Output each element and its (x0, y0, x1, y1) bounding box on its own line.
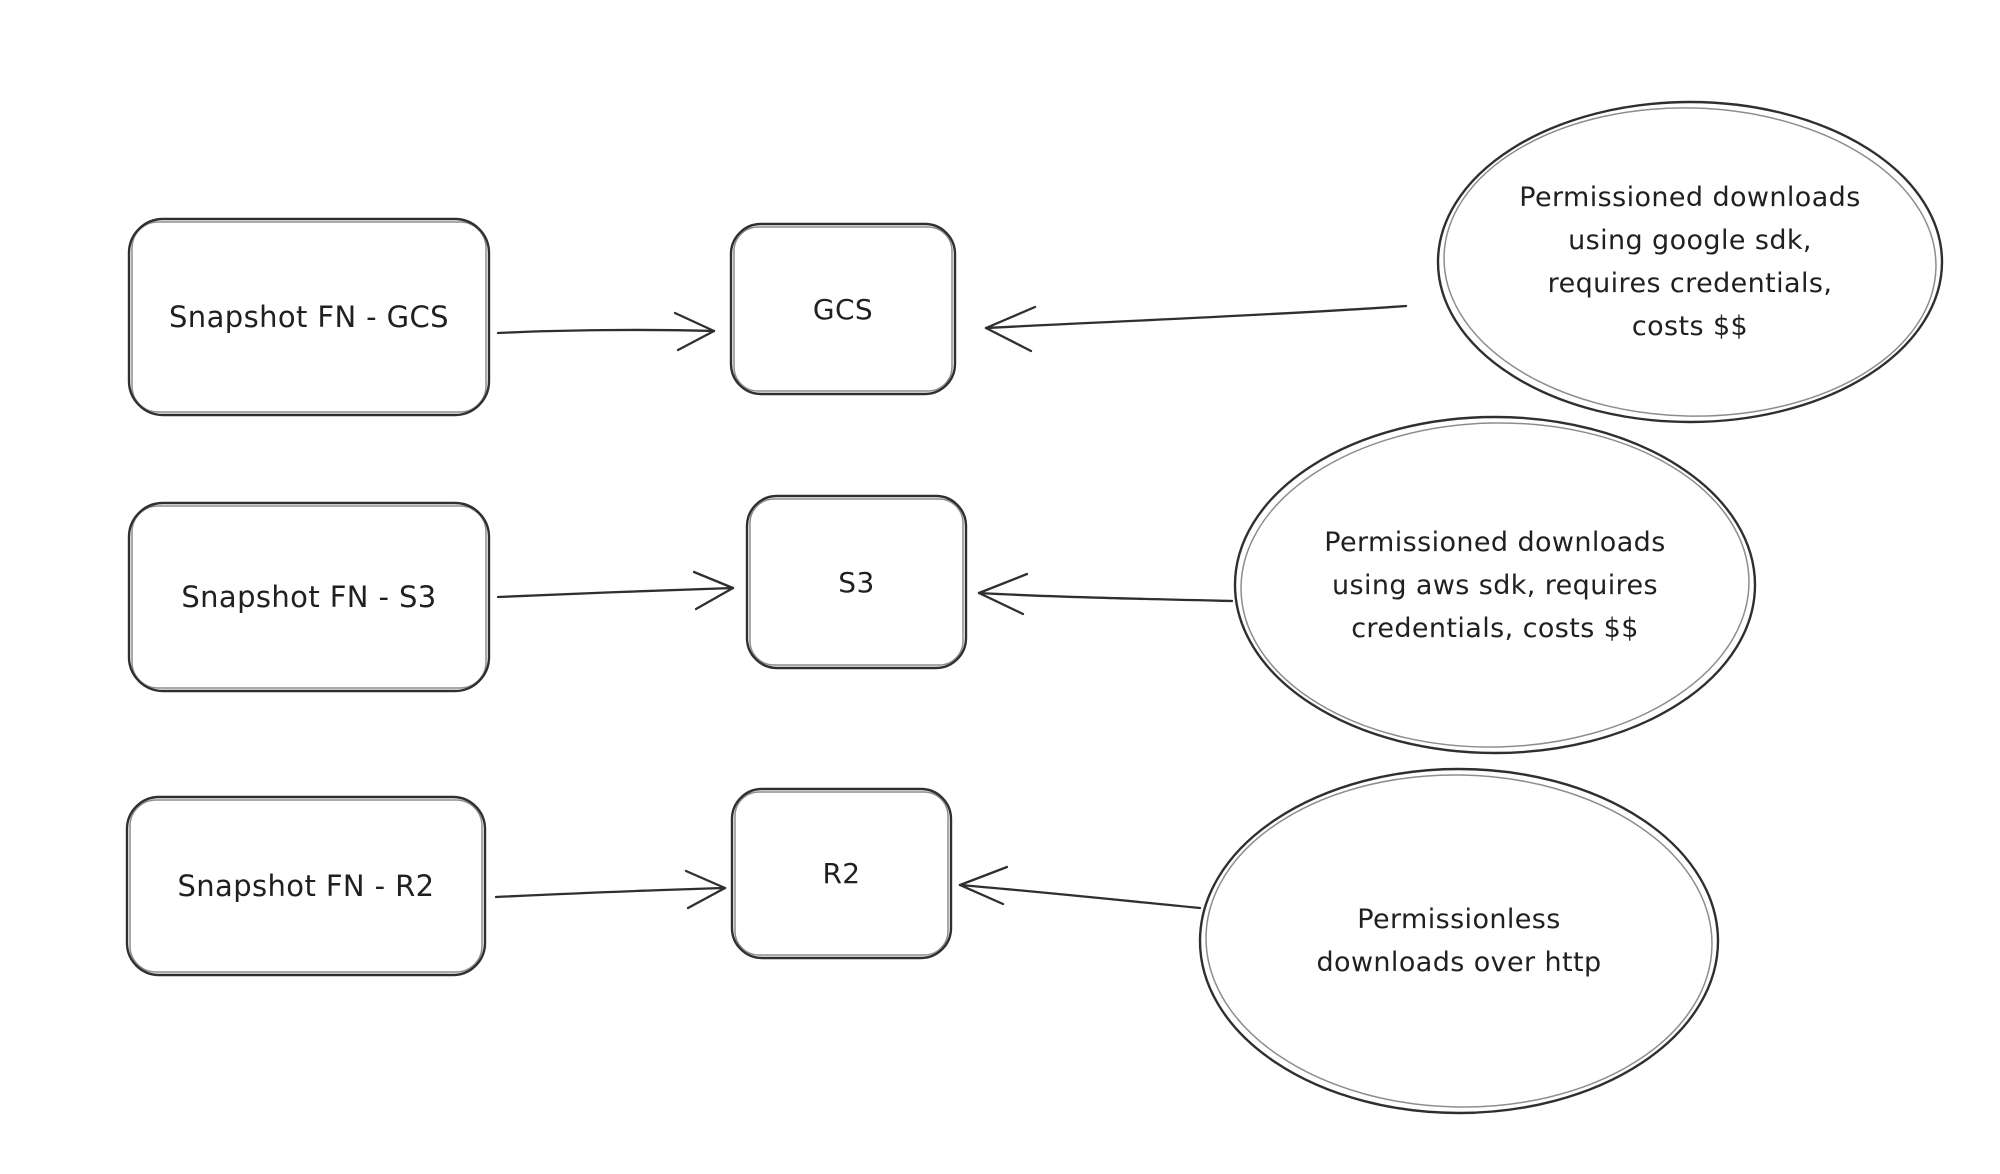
snapshot-fn-s3-box (127, 501, 491, 693)
note-r2-text: Permissionless downloads over http (1219, 769, 1699, 1113)
arrow-snapshot-s3-to-s3 (496, 570, 735, 611)
note-s3-line: Permissioned downloads (1324, 526, 1666, 558)
arrow-snapshot-gcs-to-gcs (496, 311, 716, 352)
note-gcs-line: Permissioned downloads (1519, 182, 1861, 213)
note-gcs-line: costs $$ (1631, 311, 1749, 342)
note-r2-line: Permissionless (1357, 904, 1561, 935)
arrow-note-gcs-to-gcs (984, 304, 1408, 353)
snapshot-fn-gcs-box (127, 217, 491, 417)
gcs-box (729, 222, 957, 396)
snapshot-fn-r2-box (125, 795, 487, 977)
snapshot-fn-gcs-label: Snapshot FN - GCS (169, 300, 449, 334)
s3-label: S3 (838, 565, 875, 599)
arrow-note-s3-to-s3 (977, 572, 1234, 616)
note-s3-ellipse (1233, 415, 1757, 755)
snapshot-fn-s3-label: Snapshot FN - S3 (181, 580, 437, 614)
note-r2-ellipse (1198, 767, 1720, 1115)
snapshot-fn-r2-label: Snapshot FN - R2 (177, 869, 435, 903)
note-gcs-ellipse (1436, 100, 1944, 424)
arrow-note-r2-to-r2 (958, 865, 1202, 910)
note-s3-line: credentials, costs $$ (1351, 612, 1639, 644)
arrow-snapshot-r2-to-r2 (494, 869, 727, 910)
note-s3-text: Permissioned downloads using aws sdk, re… (1255, 417, 1735, 753)
note-r2-line: downloads over http (1316, 947, 1602, 978)
s3-box (745, 494, 968, 670)
gcs-label: GCS (812, 292, 874, 326)
r2-label: R2 (822, 857, 861, 890)
note-s3-line: using aws sdk, requires (1331, 569, 1659, 601)
r2-box (730, 787, 953, 960)
note-gcs-line: requires credentials, (1547, 268, 1833, 299)
note-gcs-text: Permissioned downloads using google sdk,… (1450, 100, 1930, 424)
note-gcs-line: using google sdk, (1568, 225, 1812, 256)
